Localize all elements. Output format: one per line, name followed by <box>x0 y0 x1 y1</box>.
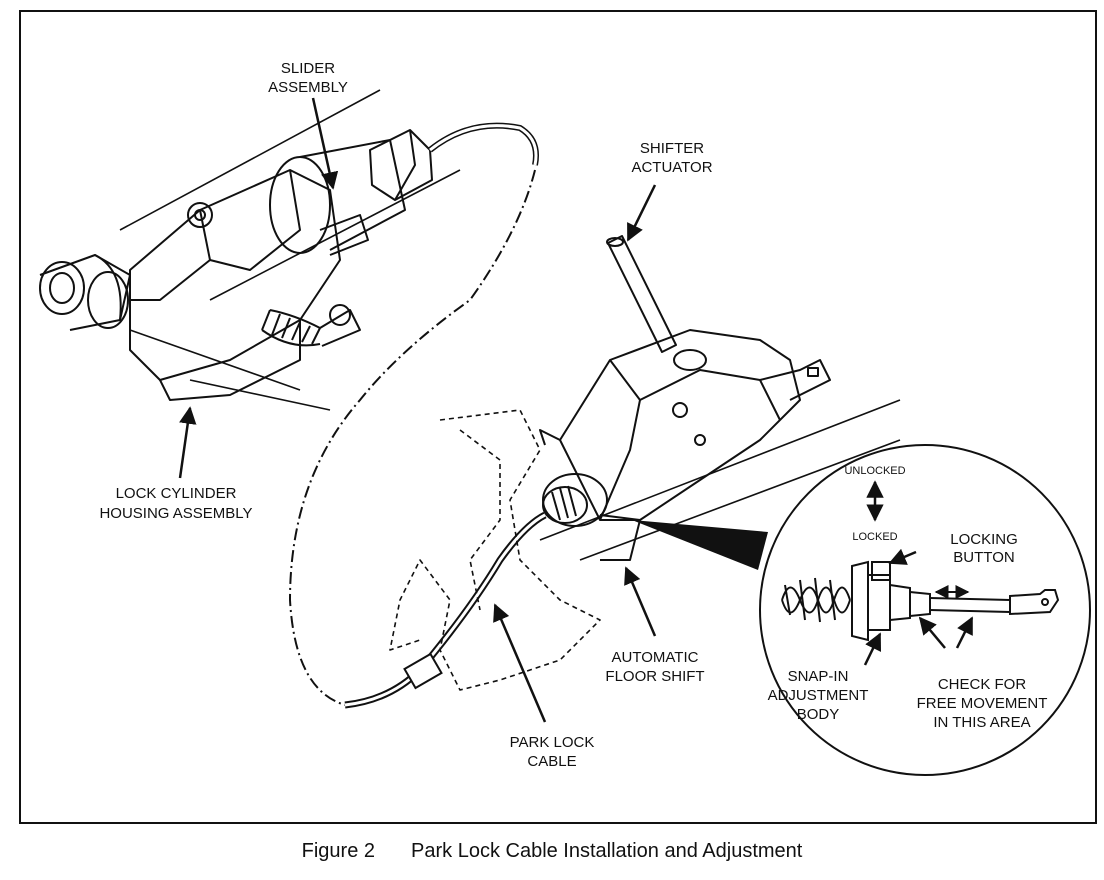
shifter-label-1: SHIFTER <box>640 140 704 157</box>
locking-button-label-2: BUTTON <box>953 549 1014 566</box>
figure-title: Park Lock Cable Installation and Adjustm… <box>411 840 803 862</box>
snap-in-label-1: SNAP-IN <box>788 668 849 685</box>
park-lock-cable-route <box>288 122 547 709</box>
park-lock-cable-label-2: CABLE <box>527 753 576 770</box>
figure-number: Figure 2 <box>301 840 376 862</box>
check-label-1: CHECK FOR <box>938 676 1027 693</box>
snap-in-label-2: ADJUSTMENT <box>768 687 869 704</box>
figure-frame <box>19 10 1097 824</box>
slider-label-1: SLIDER <box>281 60 335 77</box>
steering-column-illustration <box>39 89 461 411</box>
lock-cylinder-label-2: HOUSING ASSEMBLY <box>99 505 252 522</box>
locking-button-label-1: LOCKING <box>950 531 1018 548</box>
slider-label-2: ASSEMBLY <box>268 79 348 96</box>
callout-labels: SLIDER ASSEMBLY SHIFTER ACTUATOR LOCK CY… <box>99 60 1047 770</box>
auto-floor-shift-label-2: FLOOR SHIFT <box>605 668 704 685</box>
floor-shifter-illustration <box>389 235 901 691</box>
snap-in-label-3: BODY <box>797 706 840 723</box>
unlocked-label: UNLOCKED <box>844 465 905 477</box>
check-label-2: FREE MOVEMENT <box>917 695 1048 712</box>
detail-callout-wedge <box>632 520 768 570</box>
locked-label: LOCKED <box>852 531 897 543</box>
lock-cylinder-label-1: LOCK CYLINDER <box>116 485 237 502</box>
leader-arrows <box>178 97 974 723</box>
detail-callout-circle <box>759 444 1091 776</box>
auto-floor-shift-label-1: AUTOMATIC <box>612 649 699 666</box>
shifter-label-2: ACTUATOR <box>631 159 712 176</box>
figure-caption: Figure 2 Park Lock Cable Installation and… <box>0 840 1104 863</box>
park-lock-cable-label-1: PARK LOCK <box>510 734 595 751</box>
check-label-3: IN THIS AREA <box>933 714 1030 731</box>
